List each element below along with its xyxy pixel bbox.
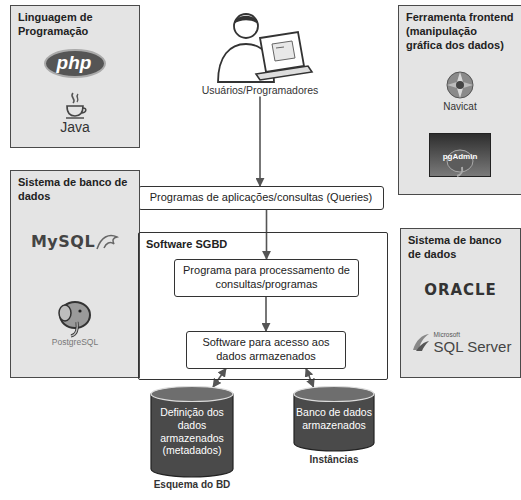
mysql-logo: MySQL: [31, 231, 119, 251]
database-cylinder: Banco de dados armazenadosInstâncias: [293, 386, 375, 465]
panel-heading: Ferramenta frontend (manipulação gráfica…: [406, 11, 514, 52]
java-cup-icon: [63, 91, 87, 120]
logo-group: Navicat pgAdmin: [406, 52, 514, 188]
user-laptop-illustration: [200, 8, 320, 84]
logo-group: phpJava: [18, 39, 132, 142]
elephant-icon: [55, 298, 95, 338]
sqlserver-words: MicrosoftSQL Server: [434, 332, 512, 354]
box-title: Software SGBD: [146, 238, 380, 252]
tool-panel: Sistema de banco de dadosORACLE Microsoft…: [400, 228, 521, 378]
tool-panel: Ferramenta frontend (manipulação gráfica…: [398, 5, 521, 195]
logo-text: pgAdmin: [443, 150, 478, 162]
flow-arrow: [266, 210, 268, 259]
box-label: Programa para processamento de consultas…: [181, 264, 352, 292]
panel-heading: Linguagem de Programação: [18, 11, 132, 39]
process-box: Software SGBD Programa para processamento…: [138, 232, 388, 380]
navicat-icon: [440, 67, 480, 101]
logo-text: Navicat: [443, 101, 476, 112]
cylinder-label: Definição dos dados armazenados (metadad…: [150, 386, 234, 475]
logo-text: PostgreSQL: [52, 338, 98, 347]
dolphin-icon: [95, 231, 119, 251]
logo-text: MySQL: [31, 232, 95, 251]
logo-text: ORACLE: [424, 282, 497, 299]
panel-heading: Sistema de banco de dados: [408, 234, 513, 262]
oracle-logo: ORACLE: [424, 282, 497, 299]
tool-panel: Linguagem de ProgramaçãophpJava: [10, 5, 140, 148]
process-box: Programas de aplicações/consultas (Queri…: [138, 186, 384, 210]
cylinder-caption: Esquema do BD: [154, 479, 231, 490]
sqlserver-logo: MicrosoftSQL Server: [410, 332, 512, 354]
tool-panel: Sistema de banco de dadosMySQL PostgreSQL: [10, 170, 140, 378]
php-logo: php: [44, 49, 107, 79]
logo-group: MySQL PostgreSQL: [18, 204, 132, 372]
sqlserver-icon: [410, 332, 432, 354]
logo-group: ORACLE MicrosoftSQL Server: [408, 262, 513, 372]
flow-arrow: [265, 297, 267, 332]
flow-arrow: [213, 369, 226, 388]
java-logo: Java: [60, 91, 90, 135]
flow-arrow: [306, 369, 314, 388]
logo-text: php: [44, 49, 107, 79]
flow-arrow: [259, 97, 261, 186]
cylinder-label: Banco de dados armazenados: [293, 386, 375, 450]
cylinder-caption: Instâncias: [310, 454, 359, 465]
database-cylinder: Definição dos dados armazenados (metadad…: [150, 386, 234, 490]
box-label: Software para acesso aos dados armazenad…: [193, 336, 339, 364]
process-box: Software para acesso aos dados armazenad…: [186, 331, 346, 369]
logo-text: SQL Server: [434, 339, 512, 355]
user-figure: Usuários/Programadores: [185, 8, 335, 97]
figure-label: Usuários/Programadores: [202, 84, 319, 97]
panel-heading: Sistema de banco de dados: [18, 176, 132, 204]
process-box: Programa para processamento de consultas…: [174, 259, 359, 297]
postgresql-logo: PostgreSQL: [52, 298, 98, 347]
box-label: Programas de aplicações/consultas (Queri…: [145, 191, 377, 205]
navicat-logo: Navicat: [440, 67, 480, 112]
logo-text: Java: [60, 120, 90, 135]
pgadmin-logo: pgAdmin: [429, 133, 491, 177]
